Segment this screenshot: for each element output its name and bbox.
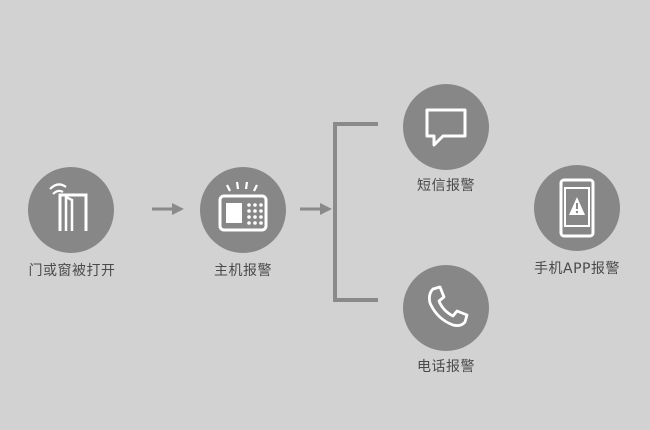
door-sensor-icon [49,183,88,231]
app-alarm-label: 手机APP报警 [534,261,620,277]
sms-alarm-label: 短信报警 [417,178,475,194]
alarm-host-icon [218,181,268,232]
sms-alarm-node [403,84,489,170]
chat-bubble-icon [425,108,467,147]
phone-alarm-label: 电话报警 [417,359,475,375]
door-sensor-node [28,167,114,253]
door-opened-label: 门或窗被打开 [28,263,116,279]
host-alarm-label: 主机报警 [214,263,272,279]
split-bracket [333,122,378,302]
flow-arrow-2 [300,203,332,215]
phone-alarm-node [403,265,489,351]
flow-arrow-1 [152,203,184,215]
phone-handset-icon [428,285,469,327]
app-alarm-node [534,165,620,251]
smartphone-alert-icon [559,178,595,238]
alarm-host-node [200,167,286,253]
